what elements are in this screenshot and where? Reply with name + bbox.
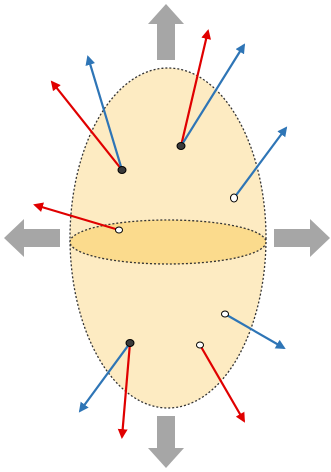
red-vector-lower-center — [199, 344, 245, 423]
blue-vector-lower-left — [78, 342, 131, 413]
blue-vector-lower-right — [224, 313, 286, 349]
point-upper-left — [117, 166, 127, 174]
blue-vector-right-upper — [233, 126, 288, 199]
up-arrow-icon — [148, 4, 184, 60]
blue-vector-upper-left — [85, 55, 124, 171]
point-lower-right — [221, 310, 229, 318]
point-lower-left — [125, 339, 135, 347]
red-vector-upper-right — [179, 29, 212, 147]
equatorial-disc — [69, 219, 267, 265]
blue-vector-upper-right — [180, 43, 246, 147]
left-arrow-icon — [4, 219, 60, 257]
vectors — [33, 29, 288, 439]
red-vector-upper-left — [50, 80, 123, 171]
points — [115, 142, 238, 349]
right-arrow-icon — [274, 219, 330, 257]
red-vector-lower-left — [117, 342, 132, 439]
point-upper-right — [176, 142, 186, 150]
point-equator-left — [115, 226, 123, 234]
point-right-upper — [230, 193, 238, 203]
red-vector-equator-left — [33, 202, 120, 232]
down-arrow-icon — [148, 416, 184, 468]
point-lower-center — [196, 341, 204, 349]
